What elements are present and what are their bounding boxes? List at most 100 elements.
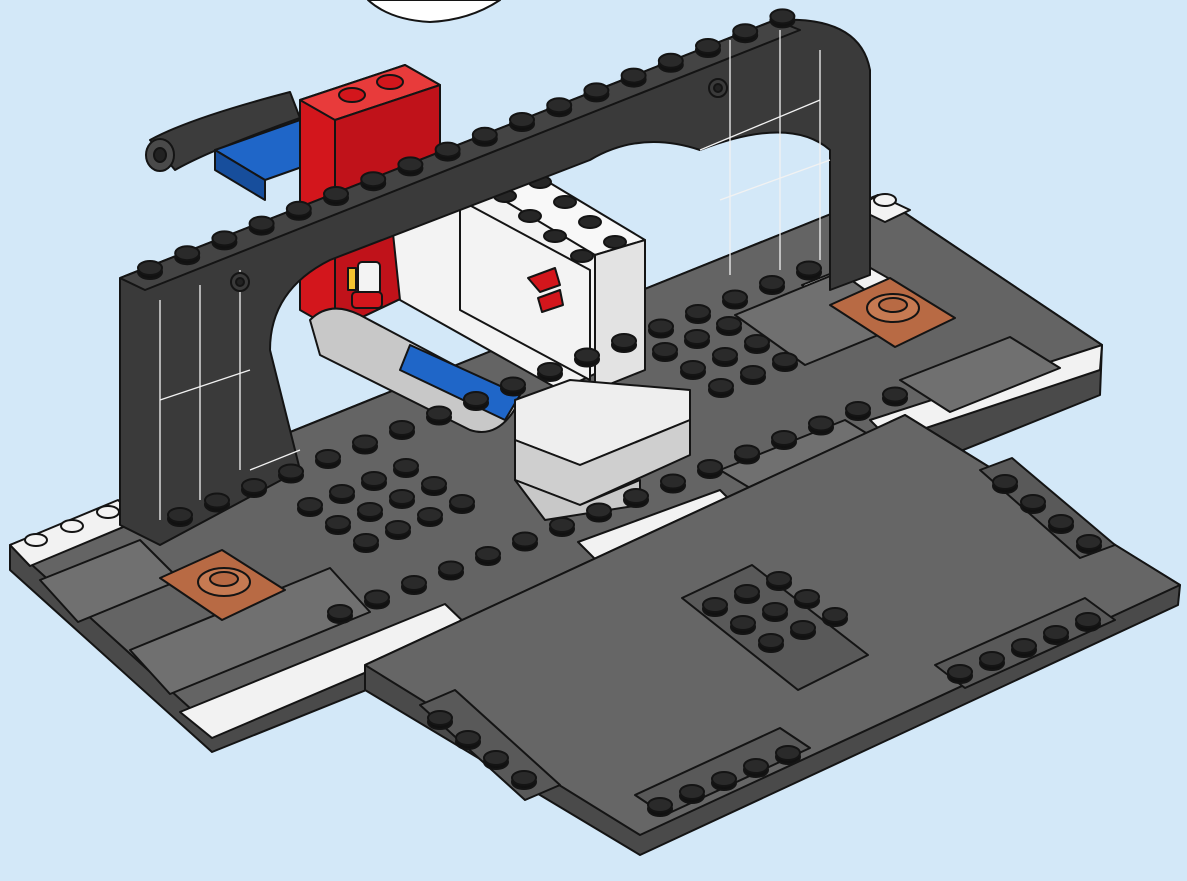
stud — [680, 360, 706, 376]
white-centre-assembly — [389, 164, 691, 521]
stud-grid-left — [297, 458, 475, 553]
stud — [732, 23, 759, 40]
stud — [1020, 494, 1046, 510]
stud — [248, 215, 275, 232]
stud — [684, 329, 710, 345]
stud — [500, 376, 526, 393]
stud — [204, 492, 230, 509]
stud — [790, 620, 816, 636]
stud — [1076, 534, 1102, 550]
stud — [740, 365, 766, 381]
stud — [397, 156, 424, 173]
stud — [393, 458, 419, 474]
stud — [762, 602, 788, 618]
stud — [357, 502, 383, 518]
stud — [794, 589, 820, 605]
stud — [401, 575, 427, 591]
callout-bubble — [367, 0, 501, 23]
stud — [712, 347, 738, 363]
stud — [1011, 638, 1037, 654]
stud-grid-front — [702, 571, 848, 653]
stud — [434, 141, 461, 158]
stud — [647, 797, 673, 813]
stud — [241, 478, 267, 494]
stud — [364, 589, 390, 606]
stud — [360, 171, 387, 188]
stud — [586, 502, 612, 519]
stud — [174, 245, 201, 262]
stud — [583, 82, 610, 99]
stud — [537, 362, 563, 378]
stud — [708, 378, 734, 394]
stud — [426, 405, 452, 422]
brown-tile-left — [159, 549, 286, 621]
stud — [285, 200, 312, 217]
stud — [211, 230, 238, 247]
stud — [315, 449, 341, 465]
stud — [695, 38, 721, 54]
stud — [449, 494, 475, 510]
stud — [734, 444, 760, 461]
stud — [758, 633, 784, 649]
stud — [1048, 514, 1074, 530]
stud — [512, 531, 538, 548]
stud — [389, 420, 415, 436]
stud — [353, 533, 379, 549]
brown-tile-right — [829, 277, 956, 348]
stud — [1075, 612, 1101, 628]
stud — [685, 304, 711, 320]
stud — [546, 97, 573, 114]
stud — [775, 745, 801, 761]
stud — [759, 275, 785, 291]
stud — [385, 520, 411, 536]
stud — [657, 52, 684, 69]
stud — [744, 334, 770, 350]
stud — [471, 126, 498, 143]
stud — [611, 333, 637, 349]
stud — [697, 459, 723, 475]
stud — [845, 401, 871, 417]
stud — [509, 112, 535, 128]
stud — [455, 730, 481, 746]
stud — [808, 415, 834, 432]
stud — [483, 750, 509, 766]
stud — [511, 770, 537, 786]
stud — [475, 546, 501, 562]
stud — [743, 758, 769, 774]
stud — [167, 507, 193, 523]
stud — [882, 386, 908, 403]
stud — [438, 560, 464, 577]
baseplate-stud-rows — [167, 260, 908, 624]
stud — [716, 316, 742, 332]
stud — [711, 771, 737, 787]
stud — [679, 784, 705, 800]
stud — [417, 507, 443, 523]
stud — [947, 664, 973, 680]
stud — [329, 484, 355, 500]
stud — [421, 476, 447, 492]
stud — [1043, 625, 1069, 641]
stud — [722, 289, 748, 306]
stud — [769, 8, 796, 25]
stud — [574, 347, 600, 364]
stud — [730, 615, 756, 631]
stud — [352, 434, 378, 451]
stud — [389, 489, 415, 505]
frame-top-studs — [137, 8, 796, 280]
stud — [325, 515, 351, 531]
stud — [734, 584, 760, 600]
stud — [361, 471, 387, 487]
stud — [463, 391, 489, 407]
stud — [623, 488, 649, 504]
stud — [652, 342, 678, 358]
stud — [427, 710, 453, 726]
stud — [822, 607, 848, 623]
stud — [327, 604, 353, 620]
stud — [796, 260, 822, 277]
stud — [323, 186, 349, 202]
stud — [771, 430, 797, 446]
stud — [278, 463, 304, 480]
white-studs-left — [24, 193, 897, 547]
stud — [702, 597, 728, 613]
